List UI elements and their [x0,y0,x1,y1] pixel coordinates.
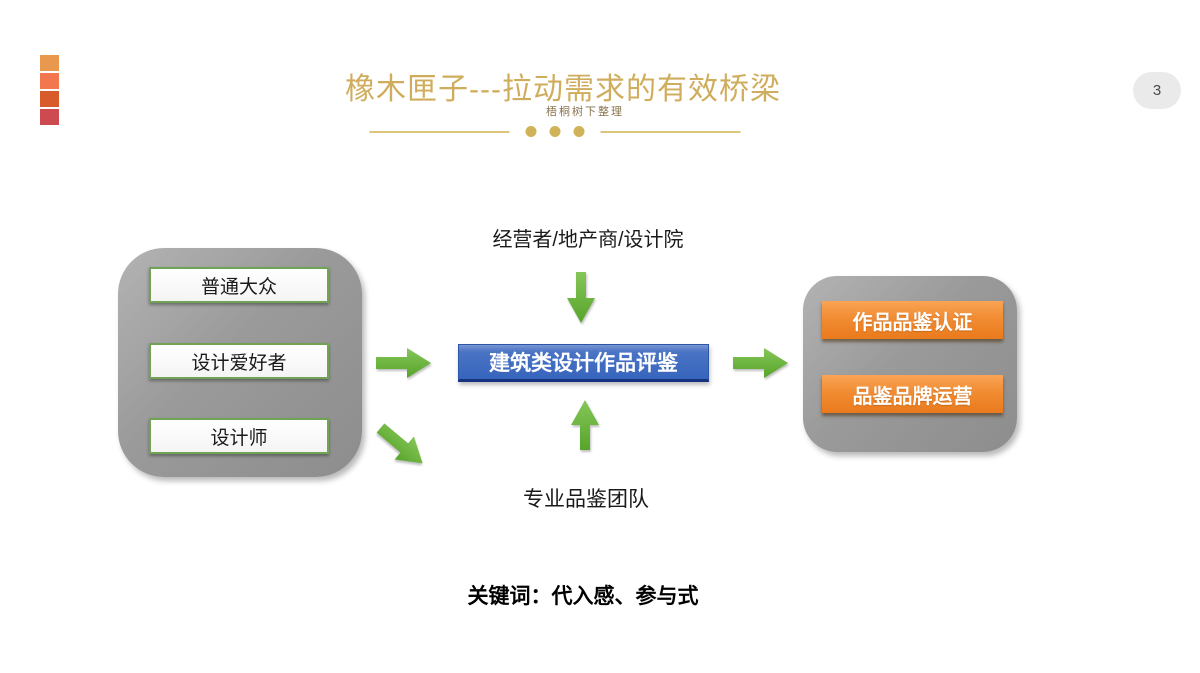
arrow-down-right-icon [376,423,423,464]
accent-square [40,91,59,107]
top-source-label: 经营者/地产商/设计院 [492,229,684,251]
title-divider [369,126,741,137]
divider-dots [525,126,585,137]
audience-group-container: 普通大众 设计爱好者 设计师 [118,248,362,477]
page-number: 3 [1152,82,1162,99]
outcome-group-container: 作品品鉴认证 品鉴品牌运营 [803,276,1017,452]
accent-square [40,109,59,125]
page-number-badge: 3 [1133,72,1181,109]
keywords-text: 关键词：代入感、参与式 [467,585,699,608]
slide-title: 橡木匣子---拉动需求的有效桥梁 [345,73,781,106]
central-review-box: 建筑类设计作品评鉴 [458,344,709,382]
divider-dot [525,126,537,137]
arrow-up-icon [571,400,599,450]
divider-dot [573,126,585,137]
audience-box-general-public: 普通大众 [149,267,329,303]
accent-squares-decoration [40,55,59,125]
arrow-down-icon [567,272,595,323]
outcome-box-label: 品鉴品牌运营 [852,385,973,408]
audience-box-label: 普通大众 [200,276,277,298]
central-review-label: 建筑类设计作品评鉴 [489,352,678,375]
audience-box-design-enthusiasts: 设计爱好者 [149,343,329,379]
arrow-right-icon [733,348,788,378]
divider-line [600,130,741,133]
accent-square [40,73,59,89]
divider-dot [549,126,561,137]
outcome-box-certification: 作品品鉴认证 [822,301,1003,339]
audience-box-label: 设计师 [210,427,268,449]
watermark-text: 梧桐树下整理 [546,106,624,118]
outcome-box-brand-operation: 品鉴品牌运营 [822,375,1003,413]
divider-line [369,130,510,133]
accent-square [40,55,59,71]
arrow-right-icon [376,348,431,378]
audience-box-designers: 设计师 [149,418,329,454]
audience-box-label: 设计爱好者 [191,352,287,374]
bottom-source-label: 专业品鉴团队 [523,488,649,511]
outcome-box-label: 作品品鉴认证 [852,311,973,334]
